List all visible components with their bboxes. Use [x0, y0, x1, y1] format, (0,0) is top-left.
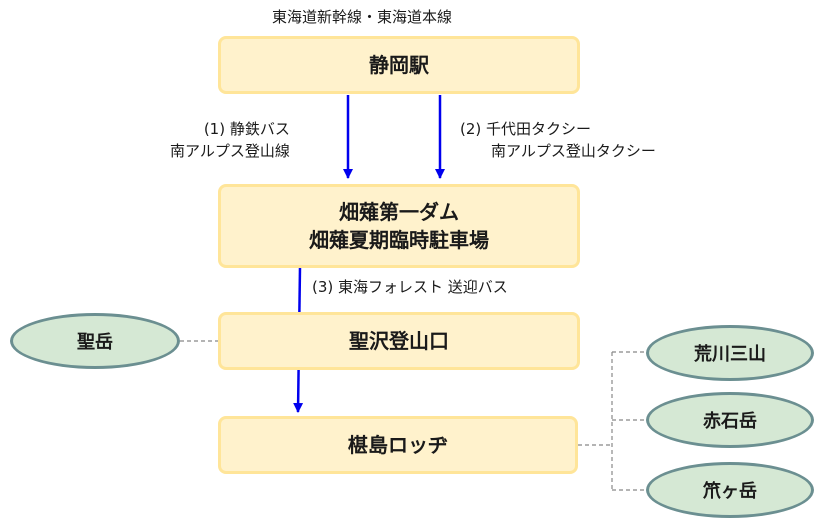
sasagatake-peak: 笊ヶ岳: [646, 462, 814, 518]
arakawa-peak: 荒川三山: [646, 325, 814, 381]
hatanagi-dam-label: 畑薙第一ダム: [339, 200, 459, 224]
hatanagi-box: 畑薙第一ダム 畑薙夏期臨時駐車場: [218, 184, 580, 268]
hijiri-trailhead-box: 聖沢登山口: [218, 312, 580, 370]
shizuoka-station-box: 静岡駅: [218, 36, 580, 94]
shizuoka-station-label: 静岡駅: [369, 53, 429, 77]
railway-lines-label: 東海道新幹線・東海道本線: [272, 8, 453, 26]
akaishi-peak-label: 赤石岳: [703, 411, 757, 432]
sawara-lodge-box: 椹島ロッヂ: [218, 416, 578, 474]
route-1-label: (1) 静鉄バス 南アルプス登山線: [140, 118, 290, 162]
sawara-lodge-label: 椹島ロッヂ: [348, 433, 448, 457]
hijiri-peak: 聖岳: [10, 313, 180, 369]
sasagatake-peak-label: 笊ヶ岳: [703, 481, 757, 502]
hatanagi-parking-label: 畑薙夏期臨時駐車場: [309, 228, 489, 252]
route-1-operator: (1) 静鉄バス: [203, 120, 290, 138]
dashed-link-lodge-peaks: [578, 351, 646, 491]
route-1-line: 南アルプス登山線: [170, 142, 290, 160]
route-3-label: (3) 東海フォレスト 送迎バス: [312, 278, 508, 296]
hijiri-peak-label: 聖岳: [77, 332, 113, 353]
route-2-label: (2) 千代田タクシー 南アルプス登山タクシー: [460, 118, 656, 162]
akaishi-peak: 赤石岳: [646, 392, 814, 448]
route-2-line: 南アルプス登山タクシー: [491, 142, 656, 160]
arakawa-peak-label: 荒川三山: [694, 344, 766, 365]
hijiri-trailhead-label: 聖沢登山口: [349, 329, 449, 353]
route-2-operator: (2) 千代田タクシー: [460, 120, 592, 138]
